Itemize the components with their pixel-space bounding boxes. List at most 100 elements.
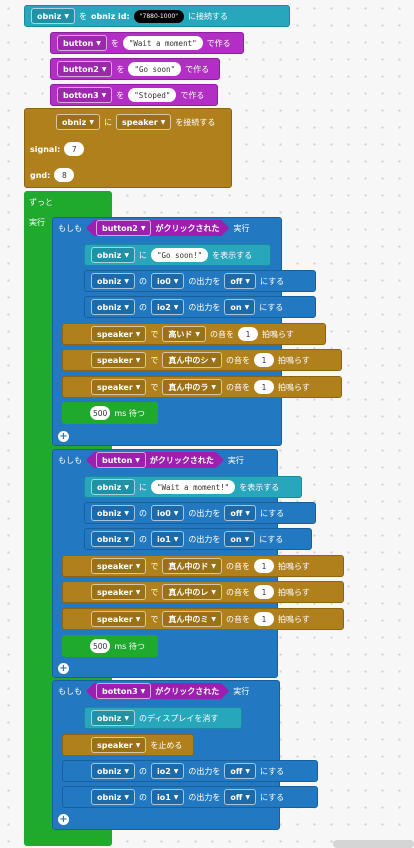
io-pin-dropdown[interactable]: io2▼	[150, 763, 185, 779]
button-click-condition[interactable]: button▼ がクリックされた	[86, 452, 224, 468]
button2-text-input[interactable]: "Go soon"	[128, 62, 182, 76]
io-pin-dropdown[interactable]: io2▼	[150, 299, 185, 315]
wait-ms-input[interactable]: 500	[90, 406, 111, 420]
wait-block[interactable]: 500 ms 待つ	[62, 635, 158, 657]
play-note-block[interactable]: speaker▼ で 真ん中のミ▼ の音を 1 拍鳴らす	[62, 608, 344, 630]
chevron-down-icon: ▼	[244, 535, 250, 543]
note-dropdown[interactable]: 真ん中のド▼	[162, 558, 223, 574]
io-pin-dropdown[interactable]: io1▼	[150, 789, 185, 805]
obniz-dropdown[interactable]: obniz▼	[91, 789, 135, 805]
display-print-block[interactable]: obniz▼ に "Go soon!" を表示する	[84, 244, 271, 266]
io-pin-dropdown[interactable]: io0▼	[150, 273, 185, 289]
display-print-block[interactable]: obniz▼ に "Wait a moment!" を表示する	[84, 476, 302, 498]
botton3-create-block[interactable]: botton3▼ を "Stoped" で作る	[50, 84, 218, 106]
button-create-block[interactable]: button▼ を "Wait a moment" で作る	[50, 32, 244, 54]
botton3-text-input[interactable]: "Stoped"	[128, 88, 177, 102]
plus-icon[interactable]: +	[58, 663, 69, 674]
condition-button-dropdown[interactable]: button▼	[96, 452, 146, 468]
botton3-var-dropdown[interactable]: botton3▼	[57, 87, 113, 103]
chevron-down-icon: ▼	[173, 767, 179, 775]
beats-input[interactable]: 1	[254, 612, 275, 626]
io-value-dropdown[interactable]: off▼	[224, 789, 256, 805]
speaker-dropdown[interactable]: speaker▼	[91, 326, 147, 342]
obniz-dropdown[interactable]: obniz▼	[91, 247, 135, 263]
obniz-dropdown[interactable]: obniz▼	[56, 114, 100, 130]
io-pin-dropdown[interactable]: io1▼	[150, 531, 185, 547]
beats-input[interactable]: 1	[254, 353, 275, 367]
horizontal-scrollbar[interactable]	[333, 840, 414, 848]
plus-icon[interactable]: +	[58, 431, 69, 442]
gnd-row: gnd: 8	[24, 164, 124, 186]
chevron-down-icon: ▼	[135, 741, 141, 749]
parts-dropdown[interactable]: speaker▼	[115, 114, 172, 130]
speaker-dropdown[interactable]: speaker▼	[91, 558, 147, 574]
condition-button-dropdown[interactable]: botton3▼	[96, 683, 151, 699]
wait-block[interactable]: 500 ms 待つ	[62, 402, 158, 424]
note-dropdown[interactable]: 真ん中のミ▼	[162, 611, 223, 627]
gnd-pin-input[interactable]: 8	[54, 168, 75, 182]
plus-icon[interactable]: +	[58, 814, 69, 825]
button2-var-dropdown[interactable]: button2▼	[57, 61, 113, 77]
speaker-dropdown[interactable]: speaker▼	[91, 611, 147, 627]
obniz-id-field[interactable]: "7880-1000"	[133, 9, 184, 23]
button-click-condition[interactable]: botton3▼ がクリックされた	[86, 683, 229, 699]
chevron-down-icon: ▼	[64, 12, 69, 20]
wait-ms-input[interactable]: 500	[90, 639, 111, 653]
signal-pin-input[interactable]: 7	[64, 142, 85, 156]
io-output-block[interactable]: obniz▼ の io1▼ の出力を on▼ にする	[84, 528, 312, 550]
obniz-dropdown[interactable]: obniz▼	[91, 505, 135, 521]
io-value-dropdown[interactable]: on▼	[224, 299, 256, 315]
play-note-block[interactable]: speaker▼ で 真ん中のシ▼ の音を 1 拍鳴らす	[62, 349, 342, 371]
io-output-block[interactable]: obniz▼ の io2▼ の出力を off▼ にする	[62, 760, 318, 782]
button-var-dropdown[interactable]: button▼	[57, 35, 107, 51]
obniz-dropdown[interactable]: obniz▼	[31, 8, 75, 24]
display-text-input[interactable]: "Wait a moment!"	[150, 480, 236, 494]
display-clear-block[interactable]: obniz▼ のディスプレイを消す	[84, 707, 242, 729]
note-dropdown[interactable]: 高いド▼	[162, 326, 207, 342]
io-output-block[interactable]: obniz▼ の io2▼ の出力を on▼ にする	[84, 296, 316, 318]
io-pin-dropdown[interactable]: io0▼	[150, 505, 185, 521]
chevron-down-icon: ▼	[124, 767, 129, 775]
speaker-dropdown[interactable]: speaker▼	[91, 352, 147, 368]
io-output-block[interactable]: obniz▼ の io0▼ の出力を off▼ にする	[84, 270, 316, 292]
chevron-down-icon: ▼	[124, 277, 129, 285]
play-note-block[interactable]: speaker▼ で 真ん中のレ▼ の音を 1 拍鳴らす	[62, 581, 344, 603]
display-text-input[interactable]: "Go soon!"	[150, 248, 209, 262]
note-dropdown[interactable]: 真ん中のシ▼	[162, 352, 223, 368]
button-text-input[interactable]: "Wait a moment"	[122, 36, 203, 50]
play-note-block[interactable]: speaker▼ で 真ん中のド▼ の音を 1 拍鳴らす	[62, 555, 344, 577]
chevron-down-icon: ▼	[124, 483, 129, 491]
beats-input[interactable]: 1	[238, 327, 259, 341]
speaker-dropdown[interactable]: speaker▼	[91, 379, 147, 395]
io-value-dropdown[interactable]: off▼	[224, 763, 256, 779]
beats-input[interactable]: 1	[254, 380, 275, 394]
chevron-down-icon: ▼	[135, 383, 141, 391]
obniz-dropdown[interactable]: obniz▼	[91, 479, 135, 495]
chevron-down-icon: ▼	[135, 456, 140, 464]
beats-input[interactable]: 1	[254, 559, 275, 573]
beats-input[interactable]: 1	[254, 585, 275, 599]
io-output-block[interactable]: obniz▼ の io0▼ の出力を off▼ にする	[84, 502, 316, 524]
io-value-dropdown[interactable]: off▼	[224, 505, 256, 521]
chevron-down-icon: ▼	[173, 509, 179, 517]
speaker-dropdown[interactable]: speaker▼	[91, 737, 147, 753]
condition-button-dropdown[interactable]: button2▼	[96, 220, 151, 236]
play-note-block[interactable]: speaker▼ で 真ん中のラ▼ の音を 1 拍鳴らす	[62, 376, 342, 398]
speaker-dropdown[interactable]: speaker▼	[91, 584, 147, 600]
chevron-down-icon: ▼	[140, 224, 146, 232]
obniz-connect-block[interactable]: obniz▼ を obniz id: "7880-1000" に接続する	[24, 5, 290, 27]
note-dropdown[interactable]: 真ん中のレ▼	[162, 584, 223, 600]
obniz-dropdown[interactable]: obniz▼	[91, 710, 135, 726]
obniz-dropdown[interactable]: obniz▼	[91, 531, 135, 547]
obniz-dropdown[interactable]: obniz▼	[91, 299, 135, 315]
io-value-dropdown[interactable]: on▼	[224, 531, 256, 547]
button-click-condition[interactable]: button2▼ がクリックされた	[86, 220, 229, 236]
play-note-block[interactable]: speaker▼ で 高いド▼ の音を 1 拍鳴らす	[62, 323, 326, 345]
button2-create-block[interactable]: button2▼ を "Go soon" で作る	[50, 58, 220, 80]
io-output-block[interactable]: obniz▼ の io1▼ の出力を off▼ にする	[62, 786, 318, 808]
obniz-dropdown[interactable]: obniz▼	[91, 273, 135, 289]
obniz-dropdown[interactable]: obniz▼	[91, 763, 135, 779]
note-dropdown[interactable]: 真ん中のラ▼	[162, 379, 223, 395]
speaker-stop-block[interactable]: speaker▼ を止める	[62, 734, 194, 756]
io-value-dropdown[interactable]: off▼	[224, 273, 256, 289]
